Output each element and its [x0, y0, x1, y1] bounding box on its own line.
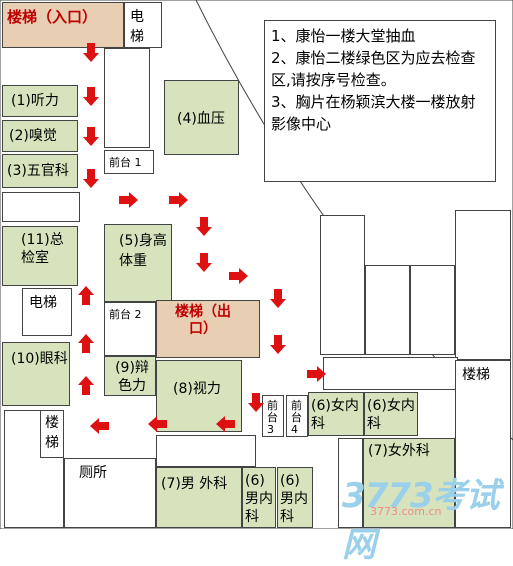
- stairs-entrance-label: 楼梯（入口）: [7, 8, 98, 26]
- elevator-top-label: 电梯: [130, 9, 144, 45]
- room-general-check: (11)总检室: [2, 226, 78, 286]
- room-blank: [455, 210, 511, 360]
- room-vision-label: (8)视力: [173, 381, 221, 397]
- room-blood-pressure-label: (4)血压: [177, 111, 225, 127]
- room-hearing-label: (1)听力: [11, 93, 59, 109]
- room-blank: [2, 192, 80, 222]
- note-line: 2、康怡二楼绿色区为应去检查区,请按序号检查。: [271, 49, 476, 89]
- room-female-internal-b: (6)女内科: [364, 392, 418, 436]
- room-vision: (8)视力: [156, 360, 242, 432]
- room-blank: [410, 265, 455, 355]
- room-female-internal-b-label: (6)女内科: [367, 398, 415, 432]
- toilet: 厕所: [64, 458, 156, 528]
- front-desk-2-label: 前台 2: [109, 308, 142, 321]
- elevator-top: 电梯: [124, 2, 162, 48]
- room-blank: [104, 48, 150, 148]
- elevator-left-label: 电梯: [29, 295, 57, 311]
- room-eye: (10)眼科: [2, 342, 70, 406]
- room-male-internal-a: (6)男内科: [242, 467, 276, 528]
- watermark-url: 3773.com.cn: [370, 505, 442, 518]
- stairs-left: 楼梯: [40, 410, 64, 458]
- front-desk-1: 前台 1: [104, 150, 154, 174]
- room-male-internal-b-label: (6)男内科: [280, 473, 308, 525]
- room-smell: (2)嗅觉: [2, 120, 78, 152]
- stairs-entrance: 楼梯（入口）: [2, 2, 124, 48]
- note-line: 1、康怡一楼大堂抽血: [271, 27, 416, 45]
- room-smell-label: (2)嗅觉: [9, 128, 57, 144]
- toilet-label: 厕所: [79, 465, 107, 481]
- room-female-surgery-label: (7)女外科: [368, 443, 430, 459]
- room-male-internal-b: (6)男内科: [277, 467, 313, 528]
- room-ent-label: (3)五官科: [7, 163, 69, 179]
- room-general-check-label: (11)总检室: [21, 232, 64, 266]
- front-desk-4: 前台4: [286, 395, 308, 437]
- room-male-internal-a-label: (6)男内科: [245, 473, 273, 525]
- room-height-weight: (5)身高体重: [104, 224, 172, 302]
- stairs-exit: 楼梯（出口）: [156, 300, 260, 358]
- room-female-internal-a: (6)女内科: [308, 392, 364, 436]
- front-desk-1-label: 前台 1: [109, 156, 142, 169]
- room-color-vision: (9)辩色力: [104, 356, 156, 396]
- room-blood-pressure: (4)血压: [164, 80, 239, 155]
- room-female-internal-a-label: (6)女内科: [311, 398, 359, 432]
- front-desk-3-label: 前台3: [267, 399, 278, 436]
- note-line: 3、胸片在杨颖滨大楼一楼放射影像中心: [271, 93, 476, 133]
- front-desk-2: 前台 2: [104, 302, 156, 356]
- room-height-weight-label: (5)身高体重: [119, 233, 167, 269]
- room-blank: [323, 357, 458, 390]
- front-desk-3: 前台3: [262, 395, 284, 437]
- room-eye-label: (10)眼科: [11, 351, 68, 367]
- room-blank: [365, 265, 410, 355]
- notes-box: 1、康怡一楼大堂抽血 2、康怡二楼绿色区为应去检查区,请按序号检查。 3、胸片在…: [264, 20, 496, 182]
- stairs-right: 楼梯: [455, 360, 511, 528]
- room-blank: [320, 215, 365, 355]
- room-color-vision-label: (9)辩色力: [115, 360, 149, 394]
- room-male-surgery-label: (7)男 外科: [161, 476, 228, 492]
- room-blank: [338, 438, 363, 528]
- room-hearing: (1)听力: [2, 85, 78, 117]
- room-ent: (3)五官科: [2, 154, 78, 188]
- room-blank: [156, 435, 256, 467]
- stairs-left-label: 楼梯: [45, 415, 59, 451]
- front-desk-4-label: 前台4: [291, 399, 302, 436]
- stairs-right-label: 楼梯: [462, 367, 490, 383]
- stairs-exit-label: 楼梯（出口）: [175, 304, 231, 337]
- room-male-surgery: (7)男 外科: [156, 467, 242, 528]
- elevator-left: 电梯: [22, 288, 72, 336]
- room-female-surgery: (7)女外科: [363, 438, 455, 528]
